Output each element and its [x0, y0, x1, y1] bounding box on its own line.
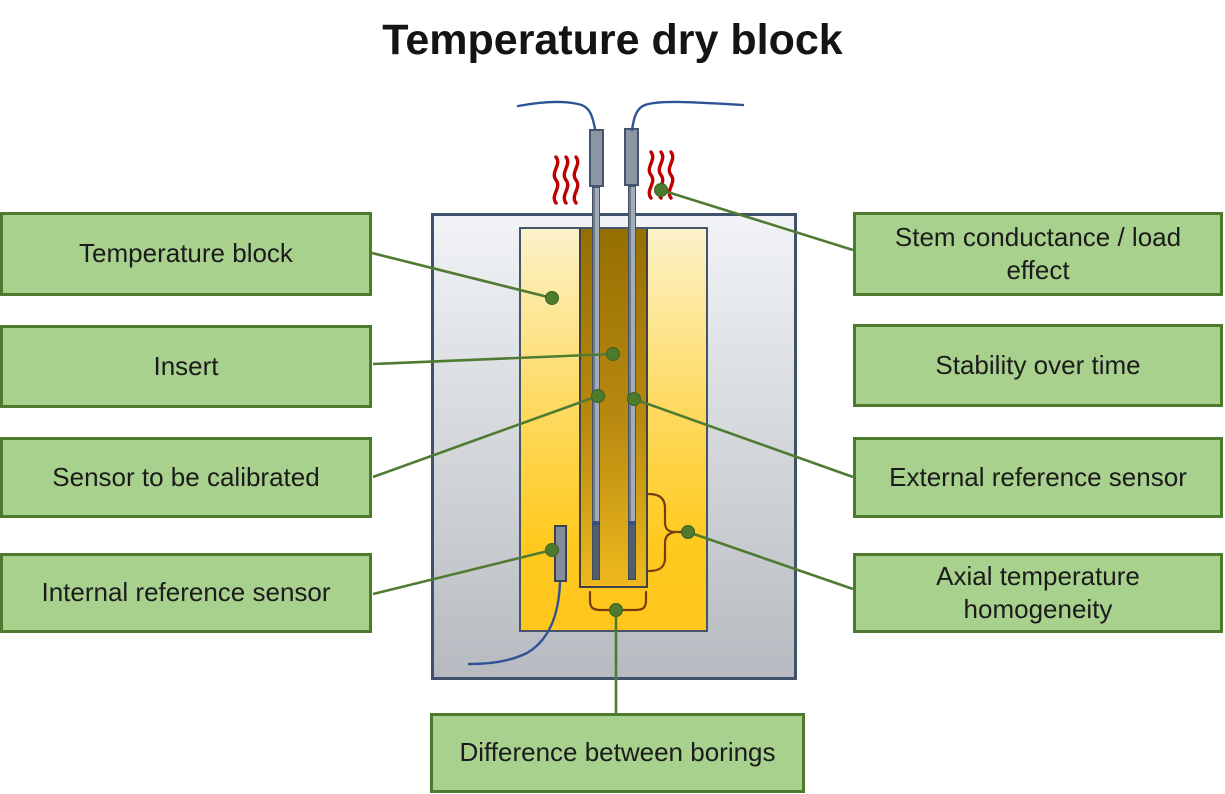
heat-wave-icon	[667, 150, 675, 200]
label-insert: Insert	[0, 325, 372, 408]
label-axial-temperature-homogeneity: Axial temperature homogeneity	[853, 553, 1223, 633]
heat-wave-icon	[657, 150, 665, 200]
heat-waves-right	[647, 150, 675, 200]
sensor-to-be-calibrated-tip	[592, 522, 600, 580]
internal-reference-sensor-shape	[554, 525, 567, 582]
probe-wire-left	[516, 100, 597, 131]
label-internal-reference-sensor: Internal reference sensor	[0, 553, 372, 633]
heat-wave-icon	[562, 155, 570, 205]
label-sensor-to-be-calibrated: Sensor to be calibrated	[0, 437, 372, 518]
external-reference-sensor-handle	[624, 128, 639, 186]
external-reference-sensor-rod	[628, 186, 636, 522]
label-stem-conductance-load-effect: Stem conductance / load effect	[853, 212, 1223, 296]
boring-channel	[579, 229, 648, 588]
external-reference-sensor-tip	[628, 522, 636, 580]
label-difference-between-borings: Difference between borings	[430, 713, 805, 793]
heat-wave-icon	[572, 155, 580, 205]
probe-wire-right	[630, 100, 745, 132]
heat-waves-left	[552, 155, 580, 205]
sensor-to-be-calibrated-handle	[589, 129, 604, 187]
sensor-to-be-calibrated-rod	[592, 187, 600, 522]
heat-wave-icon	[552, 155, 560, 205]
page-title: Temperature dry block	[382, 16, 843, 64]
heat-wave-icon	[647, 150, 655, 200]
label-stability-over-time: Stability over time	[853, 324, 1223, 407]
dot-stem-conductance	[654, 183, 668, 197]
label-external-reference-sensor: External reference sensor	[853, 437, 1223, 518]
label-temperature-block: Temperature block	[0, 212, 372, 296]
